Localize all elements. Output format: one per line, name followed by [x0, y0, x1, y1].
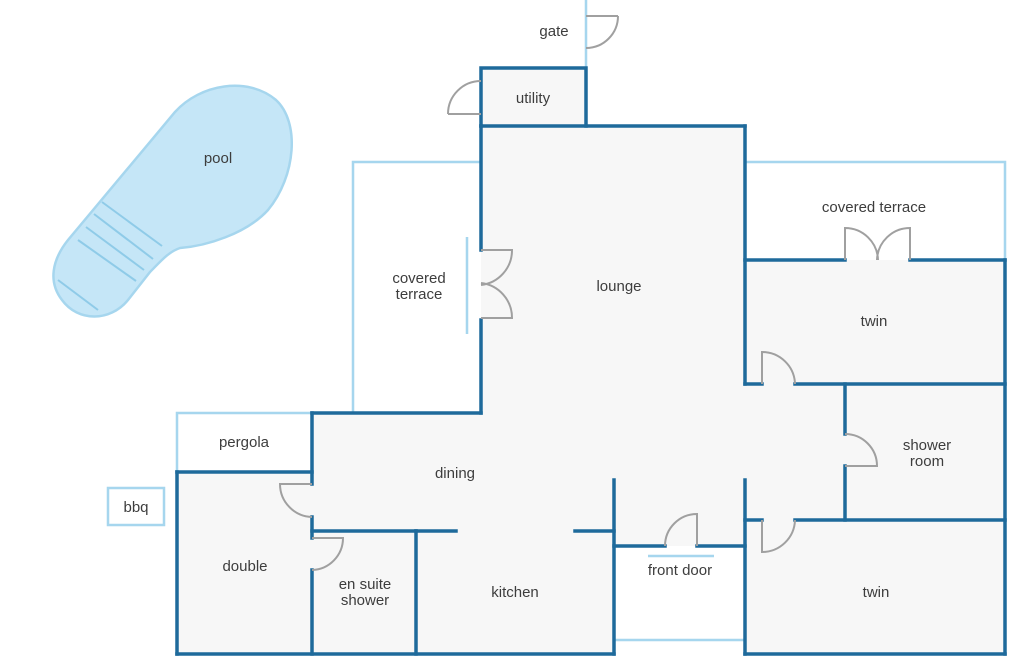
- front-door-icon: [664, 512, 698, 547]
- gate-door-icon: [585, 15, 619, 49]
- dining-door-icon: [278, 483, 313, 518]
- twin-top-label: twin: [861, 313, 888, 330]
- covered-terrace-right-outline: [745, 160, 1007, 260]
- twin-bottom-door-icon: [761, 519, 796, 554]
- main-floor-fill: [177, 126, 745, 654]
- bbq-outline: [106, 486, 166, 527]
- patio-double-door-icon: [480, 249, 514, 319]
- twin-bottom-label: twin: [863, 584, 890, 601]
- covered-terrace-right-label: covered terrace: [822, 199, 926, 216]
- pool: [52, 84, 293, 318]
- covered-terrace-left-label-line1: covered: [392, 270, 445, 287]
- floor-fills: [177, 68, 1005, 654]
- covered-terrace-left-label-line2: terrace: [396, 286, 443, 303]
- bbq-label: bbq: [123, 499, 148, 516]
- utility-door-icon: [447, 80, 482, 115]
- utility-fill: [481, 68, 586, 126]
- pool-step: [101, 201, 163, 247]
- pergola-label: pergola: [219, 434, 270, 451]
- pergola-outline: [175, 411, 312, 472]
- dining-label: dining: [435, 465, 475, 482]
- double-label: double: [222, 558, 267, 575]
- light-outlines: [106, 0, 1007, 642]
- pool-shape: [52, 84, 293, 318]
- terrace-double-door-icon: [844, 226, 911, 261]
- shower-room-door-icon: [844, 433, 879, 467]
- en-suite-label-line2: shower: [341, 592, 389, 609]
- covered-terrace-left-outline: [351, 160, 481, 413]
- lounge-label: lounge: [596, 278, 641, 295]
- en-suite-label-line1: en suite: [339, 576, 392, 593]
- doors: [278, 15, 911, 571]
- utility-walls: [479, 66, 588, 128]
- pool-step: [93, 213, 154, 260]
- shower-room-label-line2: room: [910, 453, 944, 470]
- shower-room-label-line1: shower: [903, 437, 951, 454]
- en-suite-door-icon: [311, 537, 345, 571]
- gate-label: gate: [539, 23, 568, 40]
- pool-label: pool: [204, 150, 232, 167]
- pool-step: [57, 279, 99, 311]
- room-labels: gate utility pool covered terrace lounge…: [123, 23, 951, 609]
- pool-step: [77, 239, 137, 282]
- pool-step: [85, 226, 145, 271]
- front-door-label: front door: [648, 562, 712, 579]
- kitchen-label: kitchen: [491, 584, 539, 601]
- utility-label: utility: [516, 90, 551, 107]
- walls: [175, 66, 1007, 656]
- twin-top-door-icon: [761, 350, 796, 385]
